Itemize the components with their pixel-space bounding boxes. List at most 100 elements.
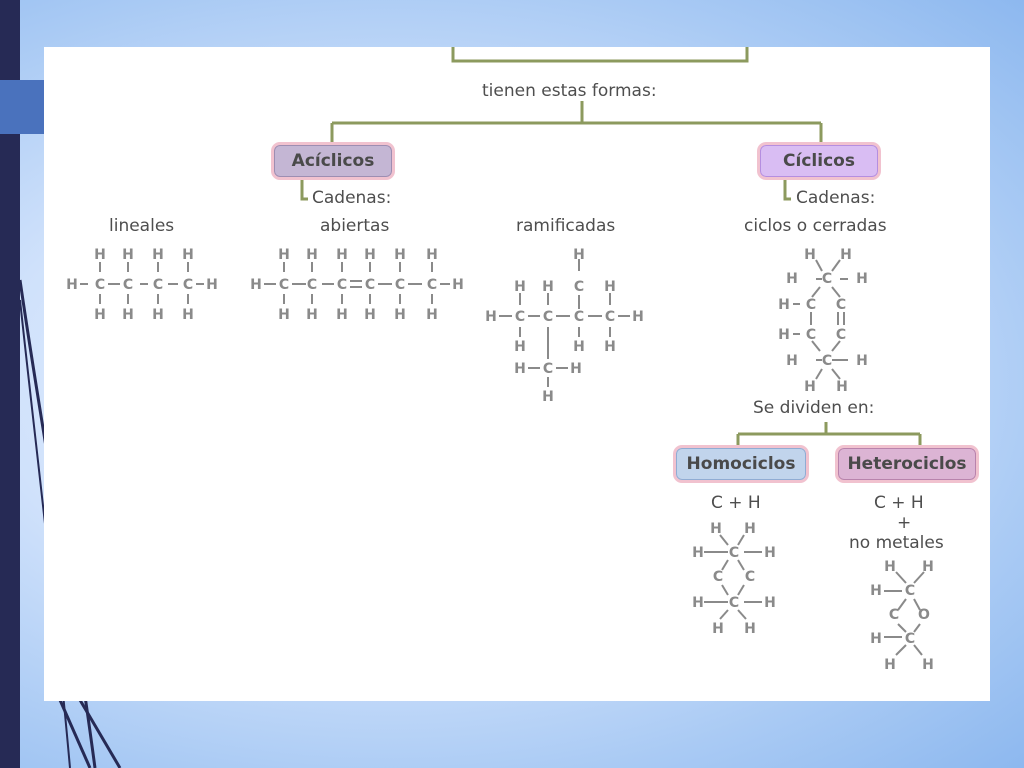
slide-content: tienen estas formas: Acíclicos Cíclicos … bbox=[44, 47, 990, 701]
atom-label: C bbox=[307, 277, 317, 293]
hetero-formula-1: C + H bbox=[874, 493, 924, 513]
atom-label: H bbox=[778, 297, 790, 313]
atom-label: H bbox=[604, 279, 616, 295]
atom-label: H bbox=[122, 247, 134, 263]
atom-label: C bbox=[279, 277, 289, 293]
hetero-formula-3: no metales bbox=[849, 533, 944, 553]
atom-label: C bbox=[605, 309, 615, 325]
type-abiertas: abiertas bbox=[320, 216, 390, 236]
atom-label: H bbox=[485, 309, 497, 325]
atom-label: H bbox=[514, 361, 526, 377]
atom-label: C bbox=[905, 631, 915, 647]
atom-label: H bbox=[542, 389, 554, 405]
atom-label: H bbox=[250, 277, 262, 293]
atom-label: C bbox=[905, 583, 915, 599]
atom-label: C bbox=[153, 277, 163, 293]
atom-label: H bbox=[66, 277, 78, 293]
atom-label: H bbox=[573, 339, 585, 355]
atom-label: H bbox=[856, 353, 868, 369]
atom-label: H bbox=[856, 271, 868, 287]
atom-label: C bbox=[806, 297, 816, 313]
atom-label: H bbox=[514, 279, 526, 295]
atom-label: C bbox=[836, 327, 846, 343]
atom-label: H bbox=[692, 595, 704, 611]
atom-label: H bbox=[692, 545, 704, 561]
connector-label: tienen estas formas: bbox=[482, 81, 657, 101]
atom-label: H bbox=[426, 247, 438, 263]
atom-label: H bbox=[840, 247, 852, 263]
atom-label: H bbox=[364, 307, 376, 323]
atom-label: C bbox=[515, 309, 525, 325]
atom-label: C bbox=[543, 309, 553, 325]
atom-label: H bbox=[182, 247, 194, 263]
atom-label: C bbox=[889, 607, 899, 623]
atom-label: H bbox=[870, 631, 882, 647]
atom-label: H bbox=[364, 247, 376, 263]
atom-label: C bbox=[822, 353, 832, 369]
atom-label: H bbox=[573, 247, 585, 263]
atom-label: H bbox=[452, 277, 464, 293]
left-decor-tab bbox=[0, 80, 44, 134]
atom-label: C bbox=[822, 271, 832, 287]
atom-label: H bbox=[306, 247, 318, 263]
atom-label: C bbox=[574, 309, 584, 325]
atom-label: H bbox=[278, 307, 290, 323]
atom-label: H bbox=[94, 307, 106, 323]
atom-label: H bbox=[426, 307, 438, 323]
atom-label: H bbox=[336, 247, 348, 263]
atom-label: H bbox=[394, 247, 406, 263]
homocycles-node: Homociclos bbox=[673, 445, 809, 483]
atom-label: H bbox=[884, 657, 896, 673]
atom-label: C bbox=[123, 277, 133, 293]
atom-label: C bbox=[395, 277, 405, 293]
atom-label: H bbox=[514, 339, 526, 355]
atom-label: H bbox=[710, 521, 722, 537]
heterocycles-node: Heterociclos bbox=[835, 445, 979, 483]
atom-label: H bbox=[306, 307, 318, 323]
atom-label: C bbox=[806, 327, 816, 343]
atom-label: H bbox=[804, 379, 816, 395]
linear-chain-bonds bbox=[80, 262, 204, 304]
open-chain-bonds bbox=[264, 262, 450, 304]
atom-label: H bbox=[870, 583, 882, 599]
branched-chain-bonds bbox=[499, 259, 630, 387]
atom-label: H bbox=[884, 559, 896, 575]
atom-label: H bbox=[122, 307, 134, 323]
acyclic-node: Acíclicos bbox=[271, 142, 395, 180]
type-ramificadas: ramificadas bbox=[516, 216, 616, 236]
atom-label: C bbox=[836, 297, 846, 313]
atom-label: H bbox=[542, 279, 554, 295]
atom-label: H bbox=[336, 307, 348, 323]
atom-label: H bbox=[278, 247, 290, 263]
atom-label: H bbox=[94, 247, 106, 263]
atom-label: H bbox=[394, 307, 406, 323]
atom-label: H bbox=[744, 621, 756, 637]
left-decor-bar bbox=[0, 0, 20, 768]
atom-label: C bbox=[729, 545, 739, 561]
atom-label: H bbox=[786, 353, 798, 369]
atom-label: H bbox=[778, 327, 790, 343]
atom-label: H bbox=[922, 657, 934, 673]
atom-label: C bbox=[427, 277, 437, 293]
type-lineales: lineales bbox=[109, 216, 175, 236]
atom-label: H bbox=[152, 307, 164, 323]
type-ciclos: ciclos o cerradas bbox=[744, 216, 887, 236]
atom-label: C bbox=[337, 277, 347, 293]
atom-label: H bbox=[152, 247, 164, 263]
cyclic-closed-bonds bbox=[793, 259, 848, 380]
acyclic-sublabel: Cadenas: bbox=[312, 188, 392, 208]
atom-label: H bbox=[570, 361, 582, 377]
homo-formula: C + H bbox=[711, 493, 761, 513]
atom-label: H bbox=[744, 521, 756, 537]
cyclic-node: Cíclicos bbox=[757, 142, 881, 180]
cyclic-sublabel: Cadenas: bbox=[796, 188, 876, 208]
atom-label: H bbox=[836, 379, 848, 395]
atom-label: C bbox=[713, 569, 723, 585]
atom-label: H bbox=[922, 559, 934, 575]
atom-label: H bbox=[206, 277, 218, 293]
structures: HCHHCHHCHHCHHHHCHHCHHCHHCHHCHHCHHHHCHHHH… bbox=[66, 247, 934, 673]
atom-label: C bbox=[729, 595, 739, 611]
atom-label: H bbox=[764, 545, 776, 561]
atom-label: H bbox=[632, 309, 644, 325]
